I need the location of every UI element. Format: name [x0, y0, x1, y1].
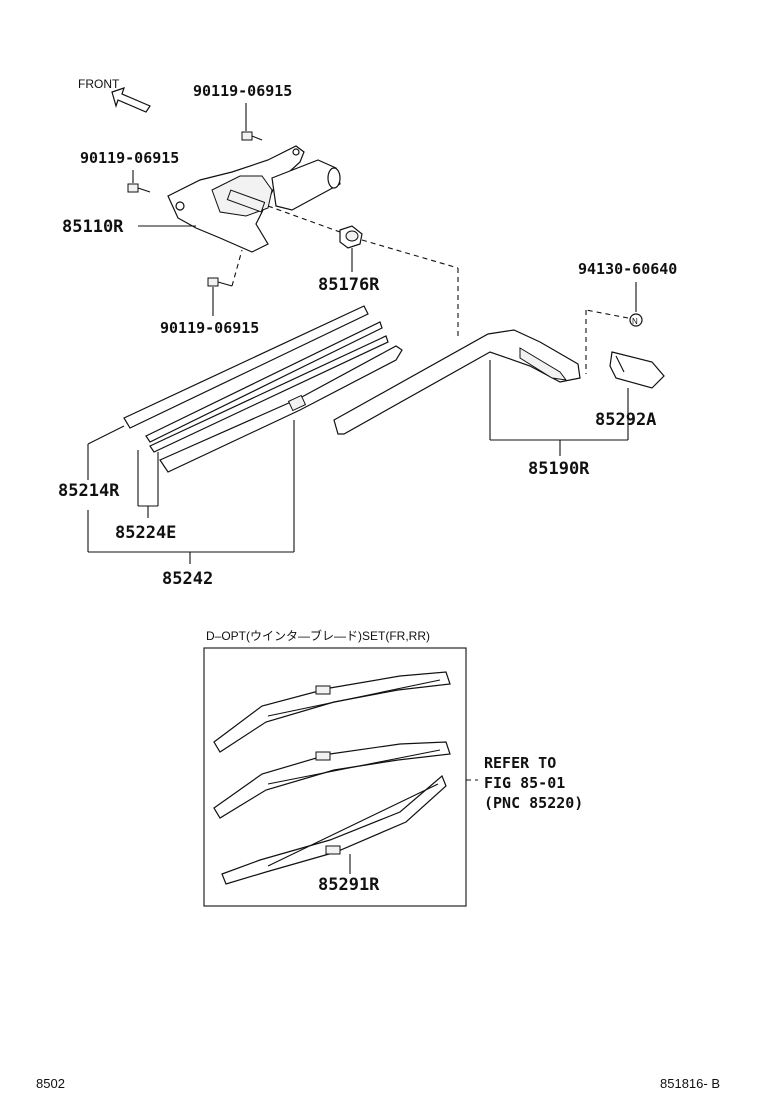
option-caption: D–OPT(ウインタ―ブレ―ド)SET(FR,RR)	[206, 628, 430, 643]
label-blade-set: 85291R	[318, 875, 380, 895]
front-arrow-icon	[111, 87, 151, 113]
footer-right: 851816- B	[660, 1076, 720, 1091]
nut-icon: N	[585, 282, 643, 374]
label-bolt-left: 90119-06915	[80, 149, 179, 167]
arm-cap	[609, 351, 665, 440]
label-arm: 85190R	[528, 459, 590, 479]
refer-line-1: REFER TO	[484, 754, 556, 772]
option-box-frame	[203, 647, 467, 907]
label-blade-assy: 85242	[162, 569, 213, 589]
label-blade-insert: 85224E	[115, 523, 176, 543]
blade-insert	[137, 321, 389, 518]
refer-line-2: FIG 85-01	[484, 774, 565, 792]
bolt-left-icon	[127, 170, 151, 193]
footer-left: 8502	[36, 1076, 65, 1091]
svg-text:N: N	[632, 317, 638, 326]
label-cap: 85292A	[595, 410, 656, 430]
winter-blade-2	[213, 741, 451, 819]
front-label: FRONT	[78, 77, 120, 91]
label-bolt-top: 90119-06915	[193, 82, 292, 100]
label-bolt-bottom: 90119-06915	[160, 319, 259, 337]
winter-blade-1	[213, 671, 451, 753]
label-motor: 85110R	[62, 217, 124, 237]
wiper-arm	[333, 329, 628, 456]
wiper-motor	[138, 145, 341, 253]
refer-line-3: (PNC 85220)	[484, 794, 583, 812]
bolt-bottom-icon	[207, 249, 243, 316]
grommet-icon	[267, 205, 459, 340]
blade-assembly	[87, 345, 403, 564]
label-grommet: 85176R	[318, 275, 380, 295]
blade-rubber	[87, 305, 369, 480]
label-nut: 94130-60640	[578, 260, 677, 278]
bolt-top-icon	[241, 103, 263, 141]
winter-blade-3	[221, 774, 447, 885]
label-blade-rubber: 85214R	[58, 481, 120, 501]
